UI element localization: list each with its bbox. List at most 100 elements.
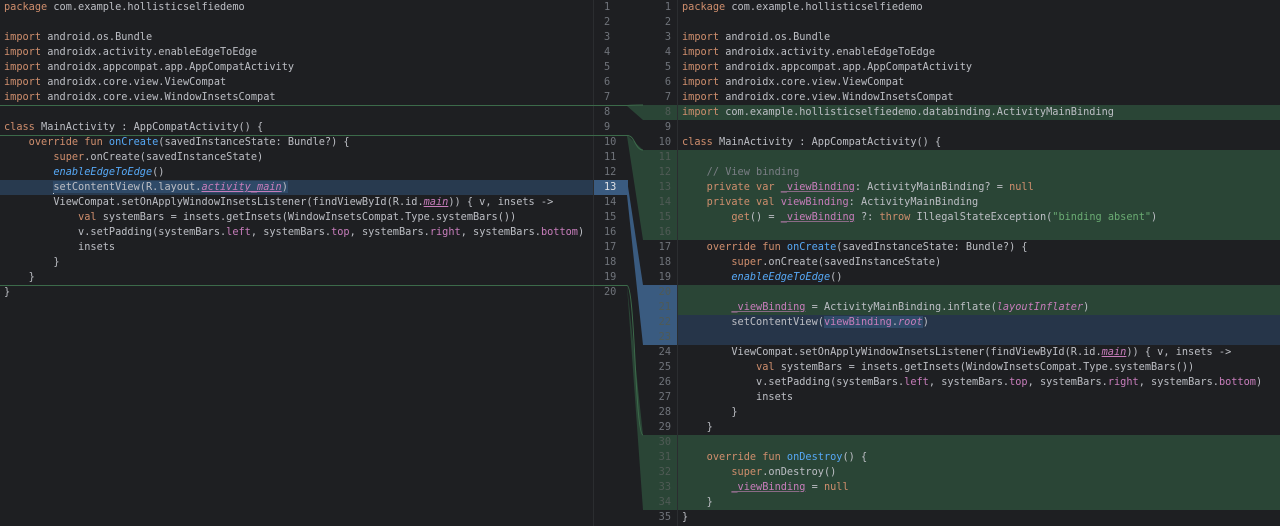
code-line[interactable]: ViewCompat.setOnApplyWindowInsetsListene… (678, 345, 1280, 360)
code-line[interactable]: package com.example.hollisticselfiedemo (678, 0, 1280, 15)
code-token: IllegalStateException( (910, 211, 1053, 223)
code-token: import (682, 106, 720, 118)
code-token: .onDestroy() (762, 466, 837, 478)
code-line[interactable] (678, 120, 1280, 135)
modified-gutter-bg (643, 315, 677, 330)
code-line[interactable]: // View binding (678, 165, 1280, 180)
code-token: android.os.Bundle (41, 31, 153, 43)
inserted-line-bg (678, 195, 1280, 210)
code-line[interactable]: v.setPadding(systemBars.left, systemBars… (678, 375, 1280, 390)
code-line[interactable]: val systemBars = insets.getInsets(Window… (0, 210, 593, 225)
code-line[interactable]: import androidx.core.view.ViewCompat (0, 75, 593, 90)
insertion-connector (627, 285, 643, 510)
modified-gutter-bg (643, 300, 677, 315)
code-line[interactable]: import androidx.core.view.ViewCompat (678, 75, 1280, 90)
line-number: 33 (658, 481, 671, 493)
code-line[interactable]: _viewBinding = null (678, 480, 1280, 495)
inserted-gutter-bg (643, 165, 677, 180)
line-number: 34 (658, 496, 671, 508)
code-line[interactable]: } (678, 495, 1280, 510)
code-line[interactable]: } (678, 420, 1280, 435)
code-line[interactable]: enableEdgeToEdge() (0, 165, 593, 180)
code-token: throw (879, 211, 911, 223)
line-number: 29 (658, 421, 671, 433)
code-token: enableEdgeToEdge (731, 271, 831, 283)
line-number: 3 (604, 31, 611, 43)
code-token: _viewBinding (731, 301, 806, 313)
insertion-connector (627, 105, 643, 120)
modified-gutter-bg (643, 285, 677, 300)
code-line[interactable]: override fun onCreate(savedInstanceState… (0, 135, 593, 150)
code-line[interactable] (678, 285, 1280, 300)
code-line[interactable]: import android.os.Bundle (0, 30, 593, 45)
code-token: insets (682, 391, 794, 403)
code-line[interactable]: import androidx.appcompat.app.AppCompatA… (0, 60, 593, 75)
code-line[interactable] (678, 150, 1280, 165)
code-line[interactable]: val systemBars = insets.getInsets(Window… (678, 360, 1280, 375)
code-line[interactable] (678, 330, 1280, 345)
code-line[interactable]: override fun onDestroy() { (678, 450, 1280, 465)
line-number: 12 (658, 166, 671, 178)
line-number: 27 (658, 391, 671, 403)
code-line[interactable]: } (678, 510, 1280, 525)
insertion-connector-edge (626, 104, 644, 106)
code-line[interactable] (678, 15, 1280, 30)
code-line[interactable]: } (0, 285, 593, 300)
code-token: , systemBars. (1027, 376, 1108, 388)
line-number: 9 (664, 121, 671, 133)
right-editor-pane[interactable]: package com.example.hollisticselfiedemo i… (678, 0, 1280, 526)
code-line[interactable]: insets (0, 240, 593, 255)
code-line[interactable]: } (0, 270, 593, 285)
code-line[interactable]: super.onDestroy() (678, 465, 1280, 480)
code-token: androidx.core.view.ViewCompat (719, 76, 905, 88)
code-token: private var (682, 181, 781, 193)
code-line[interactable]: private var _viewBinding: ActivityMainBi… (678, 180, 1280, 195)
code-line[interactable]: import android.os.Bundle (678, 30, 1280, 45)
code-token: MainActivity : AppCompatActivity() { (34, 121, 264, 133)
code-line[interactable]: setContentView(R.layout.activity_main) (0, 180, 593, 195)
code-line[interactable]: setContentView(viewBinding.root) (678, 315, 1280, 330)
code-line[interactable]: package com.example.hollisticselfiedemo (0, 0, 593, 15)
code-line[interactable]: insets (678, 390, 1280, 405)
code-token: right (1107, 376, 1139, 388)
code-line[interactable]: import androidx.activity.enableEdgeToEdg… (678, 45, 1280, 60)
code-line[interactable] (678, 225, 1280, 240)
code-line[interactable]: } (0, 255, 593, 270)
code-line[interactable]: super.onCreate(savedInstanceState) (0, 150, 593, 165)
code-token: androidx.core.view.WindowInsetsCompat (719, 91, 954, 103)
code-line[interactable]: import androidx.activity.enableEdgeToEdg… (0, 45, 593, 60)
left-editor-pane[interactable]: package com.example.hollisticselfiedemo i… (0, 0, 593, 526)
code-line[interactable]: v.setPadding(systemBars.left, systemBars… (0, 225, 593, 240)
code-line[interactable]: } (678, 405, 1280, 420)
code-line[interactable]: import androidx.core.view.WindowInsetsCo… (0, 90, 593, 105)
inserted-gutter-bg (643, 435, 677, 450)
code-line[interactable]: get() = _viewBinding ?: throw IllegalSta… (678, 210, 1280, 225)
code-token: private val (682, 196, 781, 208)
code-line[interactable] (678, 435, 1280, 450)
code-line[interactable]: private val viewBinding: ActivityMainBin… (678, 195, 1280, 210)
code-line[interactable]: class MainActivity : AppCompatActivity()… (0, 120, 593, 135)
code-line[interactable]: super.onCreate(savedInstanceState) (678, 255, 1280, 270)
code-token: package (682, 1, 726, 13)
code-line[interactable]: enableEdgeToEdge() (678, 270, 1280, 285)
code-token: com.example.hollisticselfiedemo (47, 1, 245, 13)
code-token: systemBars = insets.getInsets(WindowInse… (774, 361, 1195, 373)
code-line[interactable]: import com.example.hollisticselfiedemo.d… (678, 105, 1280, 120)
code-token: } (4, 271, 35, 283)
code-line[interactable]: _viewBinding = ActivityMainBinding.infla… (678, 300, 1280, 315)
code-line[interactable]: ViewCompat.setOnApplyWindowInsetsListene… (0, 195, 593, 210)
line-number: 6 (664, 76, 671, 88)
line-number: 17 (658, 241, 671, 253)
code-line[interactable]: override fun onCreate(savedInstanceState… (678, 240, 1280, 255)
line-number: 19 (604, 271, 617, 283)
code-line[interactable]: import androidx.appcompat.app.AppCompatA… (678, 60, 1280, 75)
code-line[interactable]: import androidx.core.view.WindowInsetsCo… (678, 90, 1280, 105)
code-token: } (682, 511, 689, 523)
code-token: androidx.appcompat.app.AppCompatActivity (41, 61, 295, 73)
inserted-gutter-bg (643, 180, 677, 195)
line-number: 30 (658, 436, 671, 448)
code-token: import (682, 61, 720, 73)
code-line[interactable]: class MainActivity : AppCompatActivity()… (678, 135, 1280, 150)
code-token: setContentView(R.layout. (53, 181, 202, 193)
code-token: () (152, 166, 165, 178)
